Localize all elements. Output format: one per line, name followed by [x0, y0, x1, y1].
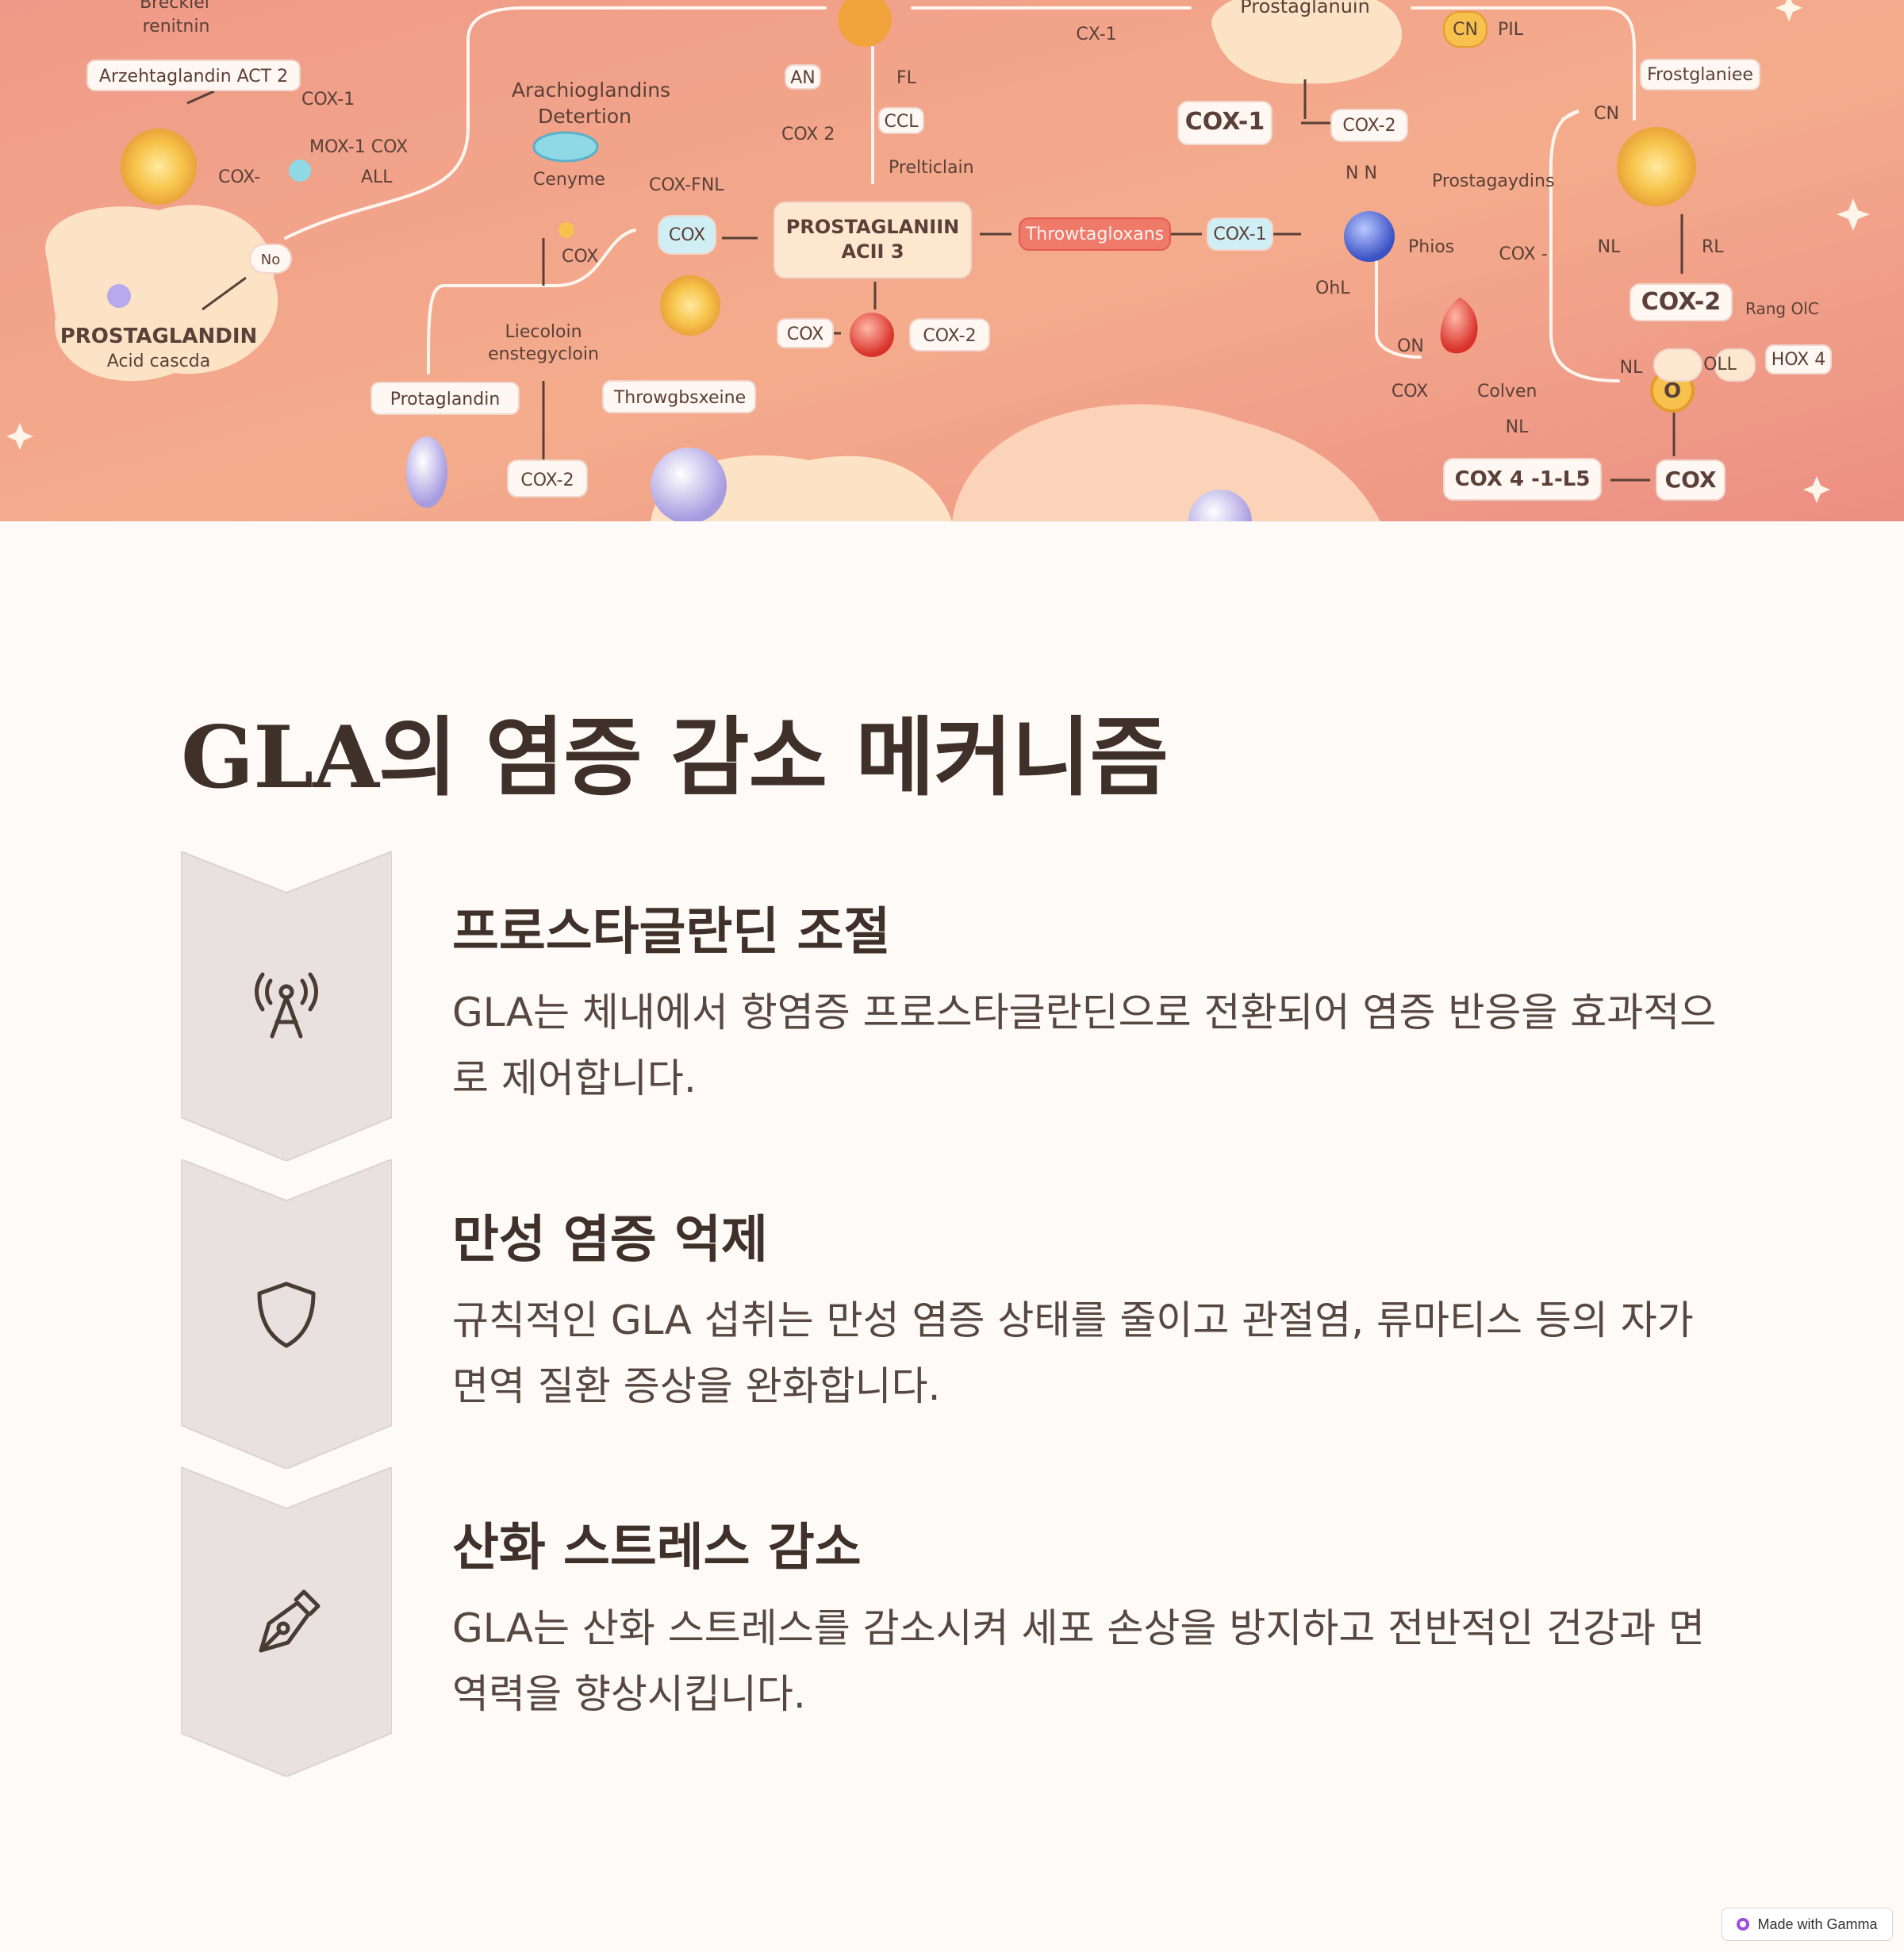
shield-icon: [257, 1281, 316, 1348]
svg-text:Brecklel: Brecklel: [140, 0, 209, 13]
svg-text:COX-: COX-: [218, 167, 260, 187]
step-prostaglandin-regulation: 프로스타글란딘 조절 GLA는 체내에서 항염증 프로스타글란딘으로 전환되어 …: [181, 851, 1728, 1161]
antenna-icon: [255, 972, 318, 1039]
svg-text:COX-1: COX-1: [301, 90, 355, 110]
svg-text:Arzehtaglandin ACT 2: Arzehtaglandin ACT 2: [99, 67, 288, 86]
hero-illustration: Brecklel renitnin Arzehtaglandin ACT 2 C…: [0, 0, 1904, 521]
svg-text:COX-2: COX-2: [923, 326, 976, 346]
svg-text:Detertion: Detertion: [538, 105, 631, 128]
svg-text:NL: NL: [1598, 237, 1621, 257]
svg-text:Prostaglanuin: Prostaglanuin: [1240, 0, 1370, 17]
svg-text:NL: NL: [1620, 358, 1643, 378]
svg-text:RL: RL: [1702, 237, 1724, 257]
svg-text:PROSTAGLANDIN: PROSTAGLANDIN: [60, 325, 258, 348]
svg-text:Throwtagloxans: Throwtagloxans: [1025, 225, 1164, 244]
chevron-shape: [181, 1159, 392, 1469]
svg-text:ACII 3: ACII 3: [841, 240, 904, 263]
svg-text:renitnin: renitnin: [143, 17, 210, 37]
page-title: GLA의 염증 감소 메커니즘: [181, 708, 1169, 808]
svg-text:HOX 4: HOX 4: [1772, 350, 1826, 370]
svg-text:N N: N N: [1345, 163, 1377, 183]
step-description: GLA는 산화 스트레스를 감소시켜 세포 손상을 방지하고 전반적인 건강과 …: [452, 1605, 1705, 1717]
svg-text:Frostglaniee: Frostglaniee: [1647, 65, 1753, 85]
svg-text:COX: COX: [1665, 467, 1717, 493]
badge-label: Made with Gamma: [1757, 1915, 1878, 1932]
svg-text:Protaglandin: Protaglandin: [390, 390, 501, 409]
svg-text:CN: CN: [1453, 20, 1478, 40]
svg-text:COX-1: COX-1: [1185, 108, 1265, 136]
svg-text:PIL: PIL: [1498, 20, 1524, 40]
step-title: 만성 염증 억제: [452, 1211, 768, 1270]
svg-text:Prelticlain: Prelticlain: [889, 158, 974, 178]
svg-text:AN: AN: [790, 68, 816, 88]
svg-text:COX: COX: [669, 225, 705, 245]
svg-text:CN: CN: [1594, 104, 1619, 124]
made-with-gamma-badge[interactable]: Made with Gamma: [1722, 1908, 1893, 1941]
svg-text:COX 4 -1-L5: COX 4 -1-L5: [1455, 467, 1591, 491]
svg-text:OhL: OhL: [1315, 279, 1350, 298]
svg-text:CX-1: CX-1: [1076, 25, 1116, 44]
svg-text:Arachioglandins: Arachioglandins: [512, 79, 670, 102]
step-title: 산화 스트레스 감소: [452, 1519, 862, 1577]
svg-text:COX 2: COX 2: [781, 125, 835, 144]
svg-text:COX: COX: [787, 325, 823, 344]
svg-text:OLL: OLL: [1703, 355, 1737, 375]
svg-text:Liecoloin: Liecoloin: [505, 322, 582, 342]
svg-text:NL: NL: [1506, 417, 1529, 437]
svg-text:Prostagaydins: Prostagaydins: [1432, 171, 1554, 191]
svg-text:ALL: ALL: [361, 167, 393, 187]
svg-text:PROSTAGLANIIN: PROSTAGLANIIN: [786, 216, 959, 238]
svg-text:Phios: Phios: [1408, 237, 1454, 257]
svg-text:O: O: [1664, 379, 1681, 403]
step-description: GLA는 체내에서 항염증 프로스타글란딘으로 전환되어 염증 반응을 효과적으…: [452, 989, 1717, 1101]
svg-text:ON: ON: [1397, 336, 1424, 356]
chevron-shape: [181, 851, 392, 1161]
svg-text:COX-2: COX-2: [1641, 288, 1721, 316]
svg-text:COX-1: COX-1: [1213, 225, 1266, 244]
svg-text:Cenyme: Cenyme: [533, 170, 605, 190]
step-title: 프로스타글란딘 조절: [452, 903, 891, 962]
svg-text:FL: FL: [896, 68, 917, 88]
svg-text:COX -: COX -: [1499, 244, 1547, 264]
step-oxidative-stress: 산화 스트레스 감소 GLA는 산화 스트레스를 감소시켜 세포 손상을 방지하…: [181, 1467, 1728, 1777]
pen-nib-icon: [259, 1589, 321, 1653]
svg-text:CCL: CCL: [885, 112, 919, 132]
step-description: 규칙적인 GLA 섭취는 만성 염증 상태를 줄이고 관절염, 류마티스 등의 …: [452, 1297, 1694, 1409]
chevron-shape: [181, 1467, 392, 1777]
svg-text:No: No: [261, 252, 280, 268]
svg-text:COX-2: COX-2: [1342, 116, 1395, 136]
svg-text:Rang OlC: Rang OlC: [1745, 299, 1819, 318]
step-chronic-inflammation: 만성 염증 억제 규칙적인 GLA 섭취는 만성 염증 상태를 줄이고 관절염,…: [181, 1159, 1728, 1469]
svg-text:Colven: Colven: [1477, 382, 1537, 402]
svg-text:Acid cascda: Acid cascda: [107, 352, 210, 371]
pathway-diagram: Brecklel renitnin Arzehtaglandin ACT 2 C…: [0, 0, 1904, 521]
svg-text:COX: COX: [1392, 382, 1428, 402]
svg-text:COX-2: COX-2: [520, 471, 574, 490]
svg-text:COX: COX: [562, 247, 598, 267]
svg-text:MOX-1 COX: MOX-1 COX: [309, 137, 408, 157]
svg-text:enstegycloin: enstegycloin: [488, 344, 599, 364]
gamma-logo-icon: [1737, 1918, 1750, 1931]
svg-text:COX-FNL: COX-FNL: [649, 175, 724, 195]
svg-text:Throwgbsxeine: Throwgbsxeine: [613, 388, 746, 408]
